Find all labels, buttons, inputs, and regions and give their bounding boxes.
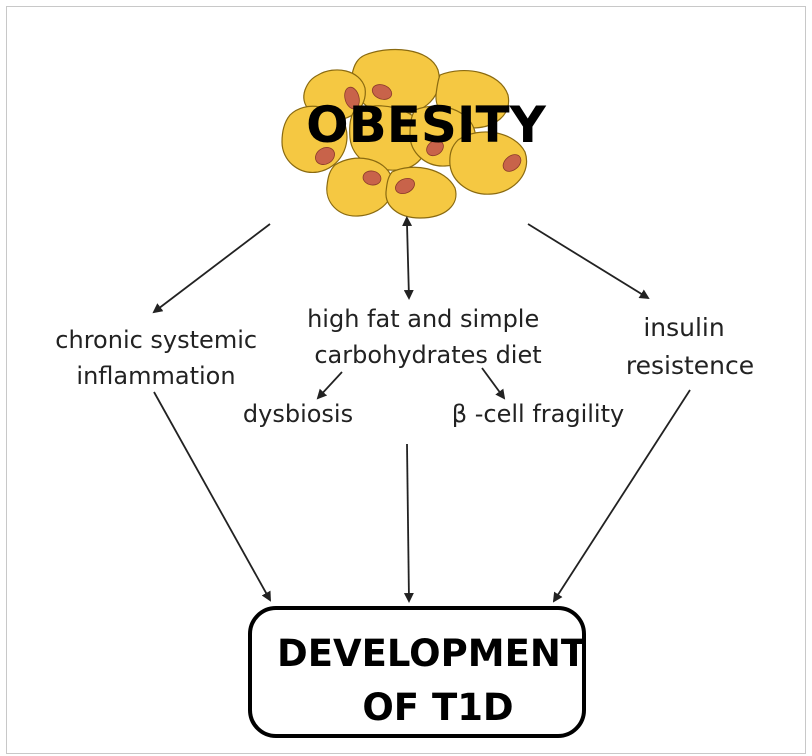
node-insulin: insulin resistence (626, 313, 754, 380)
node-bcell-fragility: β -cell fragility (452, 400, 624, 428)
arrow-obesity-to-diet (402, 216, 414, 300)
diet-line2: carbohydrates diet (314, 341, 541, 369)
outcome-label: DEVELOPMENT OF T1D (277, 632, 599, 729)
outcome-box (248, 606, 586, 738)
inflammation-line2: inflammation (76, 362, 235, 390)
node-dysbiosis: dysbiosis (243, 400, 353, 428)
arrow-obesity-to-inflammation (152, 223, 271, 314)
arrow-center-to-t1d (403, 443, 414, 603)
fat-cell (385, 166, 457, 219)
arrow-obesity-to-insulin (527, 223, 650, 300)
node-diet: high fat and simple carbohydrates diet (307, 305, 547, 369)
insulin-line2: resistence (626, 351, 754, 380)
insulin-line1: insulin (643, 313, 724, 342)
obesity-title: OBESITY (306, 96, 546, 154)
outcome-line1: DEVELOPMENT (277, 632, 587, 675)
arrow-insulin-to-t1d (552, 389, 691, 603)
diet-line1: high fat and simple (307, 305, 539, 333)
node-inflammation: chronic systemic inflammation (55, 326, 264, 390)
fat-cells-icon (281, 49, 528, 219)
fat-cell (326, 157, 394, 217)
outcome-line2: OF T1D (362, 686, 513, 729)
arrow-inflammation-to-t1d (153, 391, 271, 602)
arrow-diet-to-dysbiosis (316, 371, 343, 400)
fat-cell (449, 131, 528, 195)
arrow-diet-to-bcell (481, 367, 506, 400)
inflammation-line1: chronic systemic (55, 326, 257, 354)
